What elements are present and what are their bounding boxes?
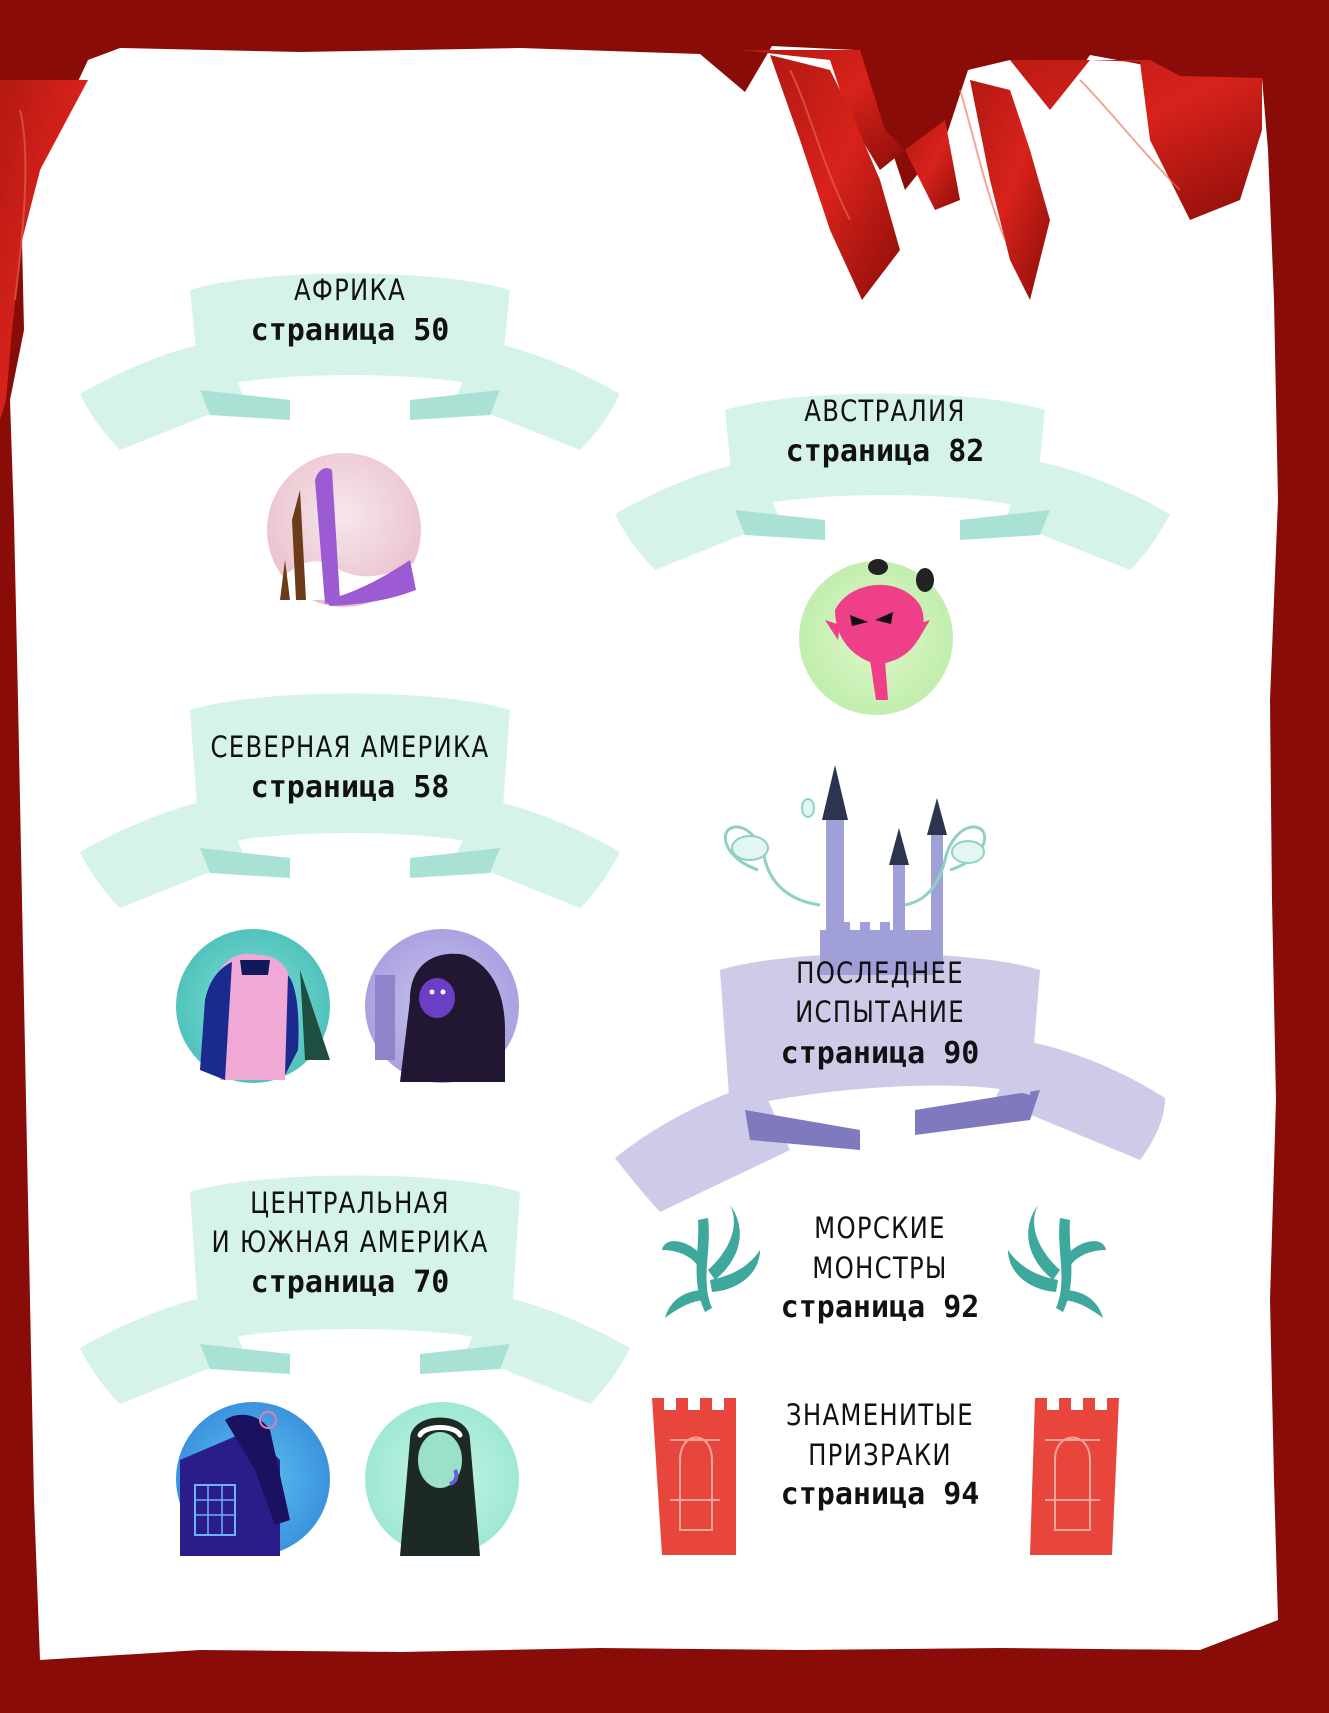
section-title-famous-ghosts-line-2: ПРИЗРАКИ: [808, 1438, 952, 1472]
red-drapery-decoration: [0, 50, 1262, 420]
tentacle-left-icon: [662, 1205, 760, 1318]
bat-monster-illustration: [176, 1402, 330, 1556]
section-title-sea-monsters-line-1: МОРСКИЕ: [814, 1211, 946, 1245]
tentacle-right-icon: [1008, 1205, 1106, 1318]
section-title-africa: АФРИКА: [293, 273, 407, 307]
pink-monster-illustration: [799, 559, 953, 715]
section-title-central-south-america-line-1: ЦЕНТРАЛЬНАЯ: [250, 1186, 450, 1220]
section-page-famous-ghosts[interactable]: страница 94: [780, 1477, 980, 1512]
ribbon-north-america: [80, 693, 620, 908]
section-page-north-america[interactable]: страница 58: [250, 770, 450, 805]
ribbon-final-test: [615, 953, 1165, 1212]
section-title-north-america: СЕВЕРНАЯ АМЕРИКА: [210, 730, 490, 764]
castle-illustration: [723, 765, 987, 975]
ghost-girl-illustration: [365, 1402, 519, 1556]
gorilla-illustration: [365, 929, 519, 1083]
yeti-illustration: [176, 929, 330, 1083]
ribbon-central-south-america: [80, 1175, 630, 1404]
tower-left-icon: [652, 1398, 736, 1555]
section-page-central-south-america[interactable]: страница 70: [250, 1265, 450, 1300]
dinosaur-illustration: [267, 453, 421, 607]
tower-right-icon: [1030, 1398, 1119, 1555]
section-title-sea-monsters-line-2: МОНСТРЫ: [812, 1251, 948, 1285]
ribbon-africa: [80, 273, 620, 450]
section-title-central-south-america-line-2: И ЮЖНАЯ АМЕРИКА: [211, 1225, 489, 1259]
section-page-final-test[interactable]: страница 90: [780, 1036, 980, 1071]
section-title-final-test-line-1: ПОСЛЕДНЕЕ: [796, 956, 964, 990]
section-page-africa[interactable]: страница 50: [250, 313, 450, 348]
red-drapery-highlights: [14, 69, 1181, 301]
section-title-final-test-line-2: ИСПЫТАНИЕ: [795, 995, 965, 1029]
section-title-famous-ghosts-line-1: ЗНАМЕНИТЫЕ: [786, 1398, 974, 1432]
ribbon-australia: [615, 393, 1170, 570]
section-page-australia[interactable]: страница 82: [785, 434, 985, 469]
section-page-sea-monsters[interactable]: страница 92: [780, 1290, 980, 1325]
section-title-australia: АВСТРАЛИЯ: [804, 394, 966, 428]
